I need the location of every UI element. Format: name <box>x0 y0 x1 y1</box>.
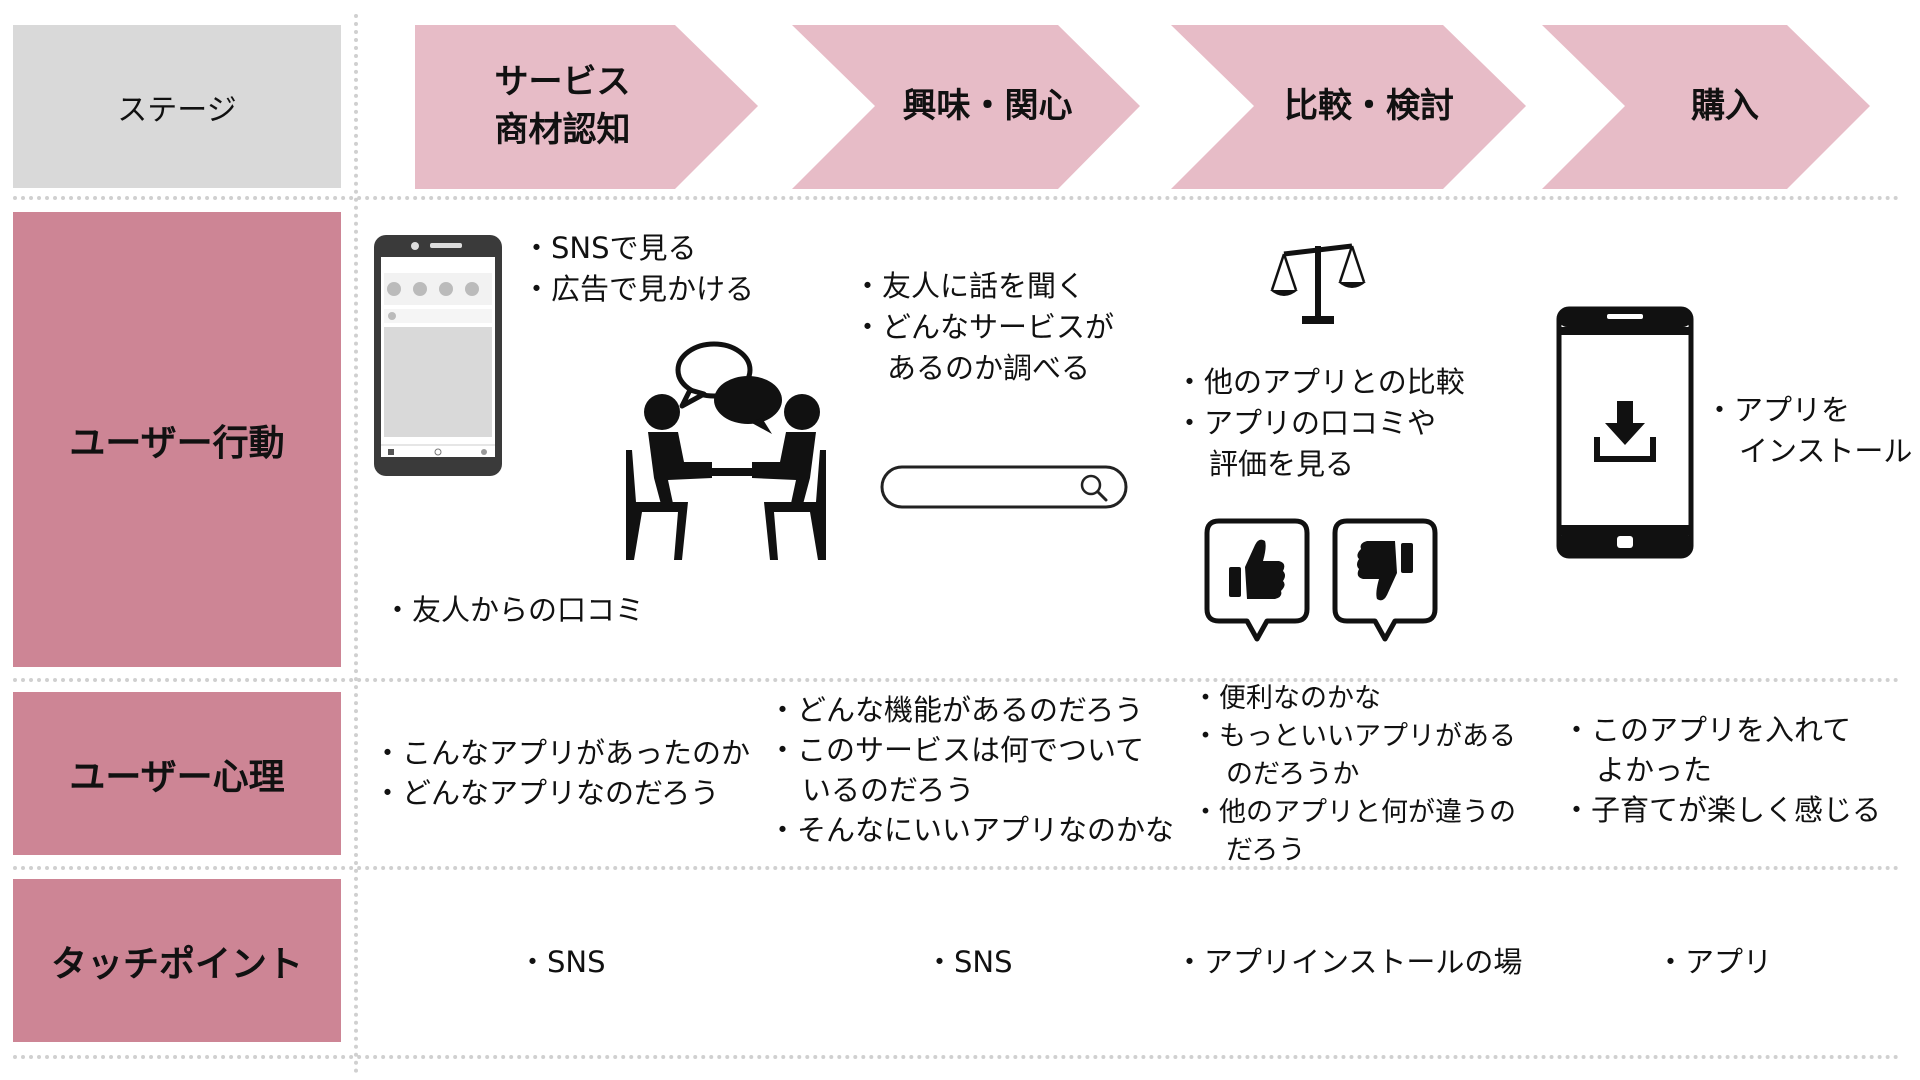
column-divider <box>354 14 358 1074</box>
action-compare-line1: ・他のアプリとの比較 <box>1175 365 1465 399</box>
thumbs-up-icon <box>1204 518 1310 642</box>
touchpoint-purchase: ・アプリ <box>1656 945 1773 979</box>
stage-purchase-title: 購入 <box>1691 86 1759 127</box>
psych-purchase-line2: よかった <box>1596 753 1713 787</box>
touchpoint-label: タッチポイント <box>13 879 341 1042</box>
action-compare-line2: ・アプリの口コミや <box>1175 406 1437 440</box>
touchpoint-compare: ・アプリインストールの場 <box>1175 945 1523 979</box>
stage-chevron-awareness <box>415 25 758 189</box>
stage-chevron-compare <box>1171 25 1526 189</box>
download-phone-icon <box>1556 306 1694 559</box>
touchpoint-interest: ・SNS <box>925 945 1013 979</box>
psych-purchase-line3: ・子育てが楽しく感じる <box>1562 793 1882 827</box>
touchpoint-awareness: ・SNS <box>518 945 606 979</box>
psych-awareness-line2: ・どんなアプリなのだろう <box>373 776 720 810</box>
psych-interest-line2: ・このサービスは何でついて <box>768 733 1145 767</box>
row-divider <box>13 866 1900 870</box>
balance-scale-icon <box>1270 243 1366 324</box>
smartphone-feed-icon <box>374 235 502 476</box>
row-divider <box>13 678 1900 682</box>
user-psychology-label: ユーザー心理 <box>13 692 341 855</box>
psych-interest-line3: いるのだろう <box>802 773 975 807</box>
stage-awareness-title: サービス商材認知 <box>494 62 631 150</box>
search-bar-icon <box>880 465 1128 509</box>
stage-label: ステージ <box>13 25 341 188</box>
stage-compare-title: 比較・検討 <box>1284 86 1454 127</box>
psych-interest-line4: ・そんなにいいアプリなのかな <box>768 813 1175 847</box>
row-divider <box>13 196 1900 200</box>
action-interest-line1: ・友人に話を聞く <box>853 269 1086 303</box>
stage-chevron-interest <box>792 25 1140 189</box>
psych-awareness-line1: ・こんなアプリがあったのか <box>373 736 751 770</box>
action-ad-text: ・広告で見かける <box>522 272 755 306</box>
action-compare-line3: 評価を見る <box>1209 447 1355 481</box>
thumbs-down-icon <box>1332 518 1438 642</box>
psych-compare-line4: ・他のアプリと何が違うの <box>1192 797 1516 828</box>
action-wom-text: ・友人からの口コミ <box>383 593 645 627</box>
conversation-icon <box>626 341 826 560</box>
row-divider <box>13 1055 1900 1059</box>
psych-purchase-line1: ・このアプリを入れて <box>1562 713 1852 747</box>
psych-compare-line1: ・便利なのかな <box>1192 683 1381 714</box>
action-interest-line2: ・どんなサービスが <box>853 310 1115 344</box>
psych-compare-line2: ・もっといいアプリがある <box>1192 721 1516 752</box>
stage-chevron-purchase <box>1542 25 1870 189</box>
user-action-label: ユーザー行動 <box>13 212 341 667</box>
action-purchase-line2: インストール <box>1739 434 1913 468</box>
stage-chevrons <box>415 25 1870 189</box>
stage-interest-title: 興味・関心 <box>902 86 1073 127</box>
psych-compare-line5: だろう <box>1226 835 1306 866</box>
psych-compare-line3: のだろうか <box>1226 759 1360 790</box>
action-interest-line3: あるのか調べる <box>887 351 1091 385</box>
action-sns-text: ・SNSで見る <box>522 231 697 265</box>
psych-interest-line1: ・どんな機能があるのだろう <box>768 693 1144 727</box>
action-purchase-line1: ・アプリを <box>1705 393 1851 427</box>
